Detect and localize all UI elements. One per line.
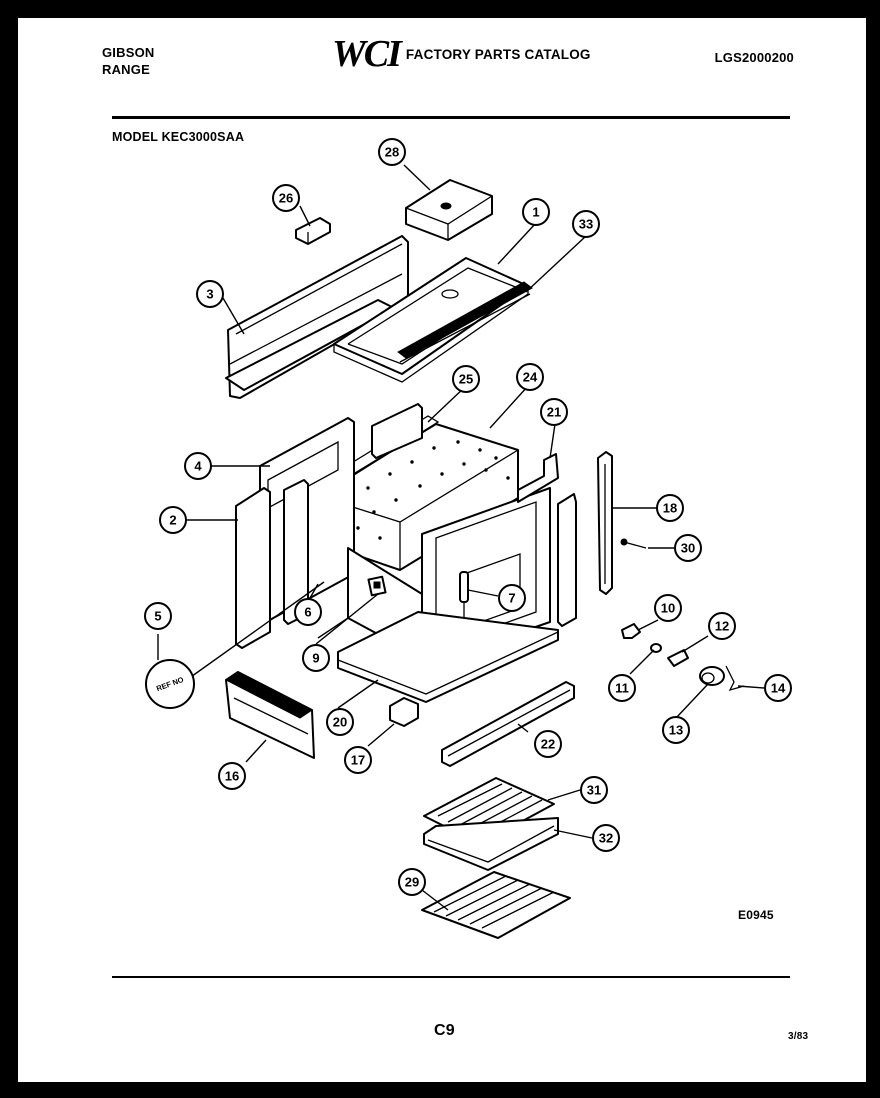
callout-4: 4 xyxy=(184,452,212,480)
part-14-drawing xyxy=(725,665,745,692)
catalog-number: LGS2000200 xyxy=(714,50,794,65)
svg-text:29: 29 xyxy=(405,875,419,890)
callout-24: 24 xyxy=(516,363,544,391)
svg-text:30: 30 xyxy=(681,541,695,556)
svg-text:9: 9 xyxy=(312,651,319,666)
svg-text:26: 26 xyxy=(279,191,293,206)
model-label: MODEL KEC3000SAA xyxy=(112,130,245,144)
callout-1: 1 xyxy=(522,198,550,226)
svg-text:6: 6 xyxy=(304,605,311,620)
part-2-drawing xyxy=(235,479,309,649)
part-21-drawing xyxy=(517,453,559,503)
svg-text:3: 3 xyxy=(206,287,213,302)
callout-22: 22 xyxy=(534,730,562,758)
svg-text:20: 20 xyxy=(333,715,347,730)
callout-12: 12 xyxy=(708,612,736,640)
svg-text:33: 33 xyxy=(579,217,593,232)
callout-25: 25 xyxy=(452,365,480,393)
part-29-drawing xyxy=(421,871,571,939)
leader-lines xyxy=(157,164,765,911)
callout-16: 16 xyxy=(218,762,246,790)
callout-28: 28 xyxy=(378,138,406,166)
callout-13: 13 xyxy=(662,716,690,744)
svg-text:12: 12 xyxy=(715,619,729,634)
revision-date: 3/83 xyxy=(788,1031,809,1042)
part-20-drawing xyxy=(337,611,559,703)
brand-line-1: GIBSON xyxy=(102,45,155,60)
callout-18: 18 xyxy=(656,494,684,522)
svg-text:18: 18 xyxy=(663,501,677,516)
part-18-drawing xyxy=(597,451,613,595)
part-32-drawing xyxy=(423,817,559,871)
callout-9: 9 xyxy=(302,644,330,672)
svg-text:25: 25 xyxy=(459,372,473,387)
footer-rule xyxy=(112,976,790,978)
svg-text:2: 2 xyxy=(169,513,176,528)
callout-20: 20 xyxy=(326,708,354,736)
svg-text:5: 5 xyxy=(154,609,161,624)
part-3-drawing xyxy=(225,235,409,399)
part-22-drawing xyxy=(441,681,575,767)
svg-text:4: 4 xyxy=(194,459,202,474)
svg-text:21: 21 xyxy=(547,405,561,420)
callout-33: 33 xyxy=(572,210,600,238)
callout-7: 7 xyxy=(498,584,526,612)
callout-26: 26 xyxy=(272,184,300,212)
part-16-drawing xyxy=(225,671,315,759)
svg-text:28: 28 xyxy=(385,145,399,160)
part-26-drawing xyxy=(295,217,331,245)
part-17-drawing xyxy=(389,697,419,727)
part-9-drawing xyxy=(367,575,387,597)
part-7-drawing xyxy=(459,571,469,603)
diagram-code: E0945 xyxy=(738,908,774,922)
svg-text:16: 16 xyxy=(225,769,239,784)
exploded-parts-diagram: 28 26 3 1 33 25 24 21 4 18 2 30 5 6 7 10… xyxy=(144,138,792,939)
part-10-drawing xyxy=(621,623,641,639)
callout-5: 5 xyxy=(144,602,172,630)
callout-3: 3 xyxy=(196,280,224,308)
wci-logo-mark: WCI xyxy=(332,33,402,75)
callout-21: 21 xyxy=(540,398,568,426)
svg-text:31: 31 xyxy=(587,783,601,798)
svg-text:22: 22 xyxy=(541,737,555,752)
svg-text:1: 1 xyxy=(532,205,539,220)
brand-line-2: RANGE xyxy=(102,62,150,77)
catalog-logo: WCI FACTORY PARTS CATALOG xyxy=(332,34,591,74)
svg-text:32: 32 xyxy=(599,831,613,846)
svg-text:14: 14 xyxy=(771,681,786,696)
callout-6: 6 xyxy=(294,598,322,626)
callout-2: 2 xyxy=(159,506,187,534)
part-33-drawing xyxy=(397,281,533,363)
brand-block: GIBSON RANGE xyxy=(102,44,154,78)
callout-32: 32 xyxy=(592,824,620,852)
svg-text:17: 17 xyxy=(351,753,365,768)
part-13-drawing xyxy=(699,666,725,686)
callout-30: 30 xyxy=(674,534,702,562)
catalog-title: FACTORY PARTS CATALOG xyxy=(405,46,591,62)
part-5-badge: REF NO xyxy=(145,659,195,709)
page-label: C9 xyxy=(434,1022,455,1039)
part-28-drawing xyxy=(405,179,493,241)
svg-text:7: 7 xyxy=(508,591,515,606)
header-rule xyxy=(112,116,790,119)
part-12-drawing xyxy=(667,649,689,667)
part-30-drawing xyxy=(620,538,647,549)
callout-29: 29 xyxy=(398,868,426,896)
svg-text:24: 24 xyxy=(523,370,538,385)
callout-11: 11 xyxy=(608,674,636,702)
svg-text:13: 13 xyxy=(669,723,683,738)
svg-text:11: 11 xyxy=(615,681,629,696)
catalog-page: GIBSON RANGE WCI FACTORY PARTS CATALOG L… xyxy=(18,18,866,1082)
callout-31: 31 xyxy=(580,776,608,804)
callout-17: 17 xyxy=(344,746,372,774)
callout-14: 14 xyxy=(764,674,792,702)
svg-text:10: 10 xyxy=(661,601,675,616)
callout-10: 10 xyxy=(654,594,682,622)
